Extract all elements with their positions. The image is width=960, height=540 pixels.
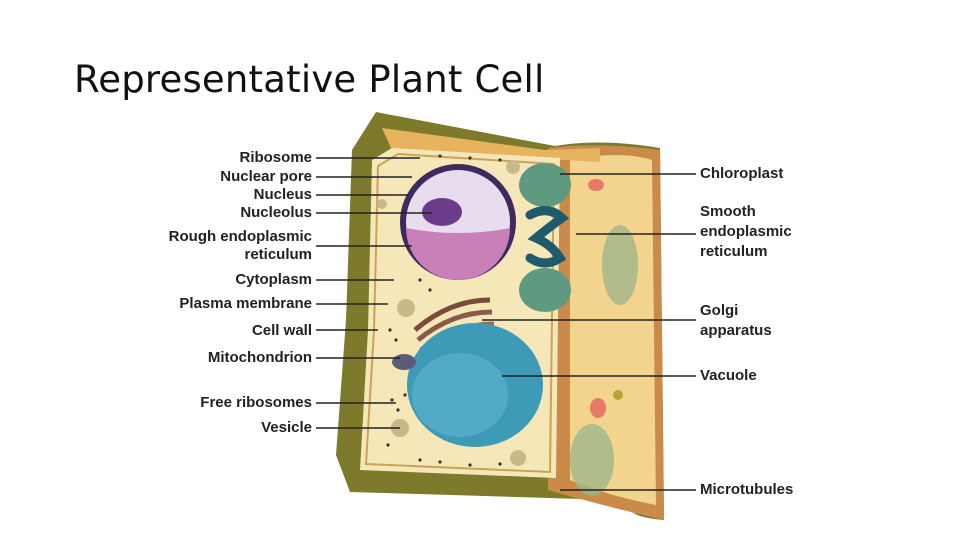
label-cytoplasm: Cytoplasm (235, 271, 312, 288)
nucleus-lower (406, 228, 510, 280)
label-mitochondrion: Mitochondrion (207, 349, 312, 366)
vacuole-highlight (412, 353, 508, 437)
smooth-er (525, 206, 570, 268)
label-golgi-line1: Golgi (700, 302, 739, 319)
label-ribosome: Ribosome (239, 149, 312, 166)
free-ribosomes (386, 154, 502, 467)
label-smooth-er-line1: Smooth (700, 203, 756, 220)
label-rough-er-line2: reticulum (244, 246, 312, 263)
label-golgi-line2: apparatus (700, 322, 772, 339)
side-chloroplast-2 (570, 424, 614, 496)
vesicle-4 (510, 450, 526, 466)
label-cell-wall: Cell wall (251, 322, 312, 339)
golgi-2 (416, 309, 493, 342)
side-vesicle-2 (590, 398, 606, 418)
label-nucleolus: Nucleolus (240, 204, 312, 221)
label-smooth-er-line3: reticulum (700, 243, 768, 260)
label-chloroplast: Chloroplast (700, 165, 784, 182)
label-plasma-membrane: Plasma membrane (179, 295, 312, 312)
chloroplast-top (519, 163, 571, 207)
label-nucleus: Nucleus (253, 186, 312, 203)
label-vacuole: Vacuole (700, 367, 757, 384)
vesicle-5 (377, 199, 387, 209)
label-free-ribosomes: Free ribosomes (200, 394, 312, 411)
cell-wall-top (382, 128, 600, 162)
chloroplast-bottom (519, 268, 571, 312)
side-chloroplast-1 (602, 225, 638, 305)
label-smooth-er-line2: endoplasmic (700, 223, 792, 240)
nucleolus (422, 198, 462, 226)
plasma-membrane (364, 152, 556, 474)
leader-lines (316, 157, 696, 491)
side-vesicle-3 (613, 390, 623, 400)
mitochondrion (392, 354, 416, 370)
label-nuclear-pore: Nuclear pore (220, 168, 312, 185)
golgi-1 (413, 297, 491, 332)
slide-title: Representative Plant Cell (74, 58, 545, 101)
label-microtubules: Microtubules (700, 481, 794, 498)
label-rough-er-line1: Rough endoplasmic (168, 228, 312, 245)
label-vesicle: Vesicle (261, 419, 312, 436)
side-vesicle-1 (588, 179, 604, 191)
vesicle-2 (506, 160, 520, 174)
vesicle-3 (397, 299, 415, 317)
